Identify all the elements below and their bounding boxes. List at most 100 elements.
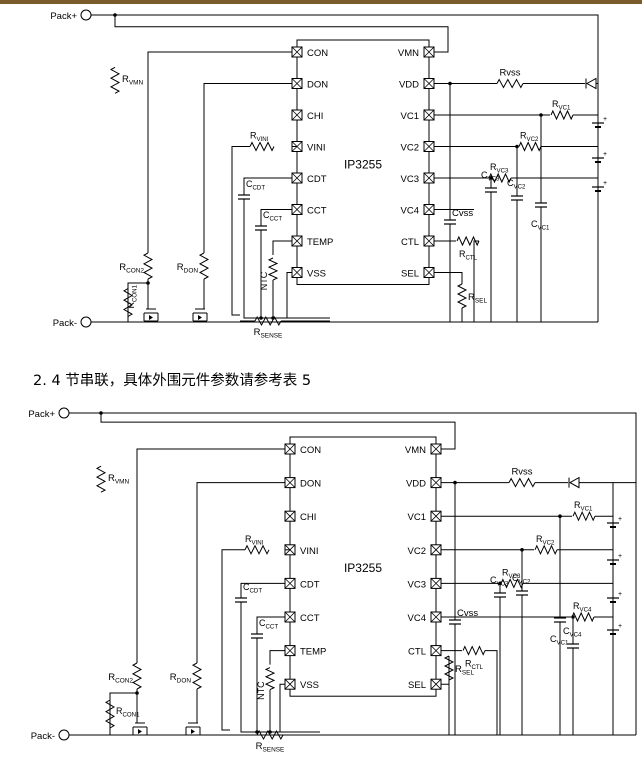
pin-label-chi: CHI <box>300 512 316 523</box>
resistor-symbol <box>191 662 203 690</box>
resistor-symbol <box>518 141 542 152</box>
diode-icon <box>568 476 580 489</box>
wire <box>243 199 330 319</box>
pack-plus-label: Pack+ <box>50 11 77 22</box>
c-vss-label: Cvss <box>457 608 478 619</box>
junction-dot <box>99 411 103 415</box>
pin-label-vc4: VC4 <box>408 613 426 624</box>
pin-label-vini: VINI <box>307 143 325 154</box>
resistor-symbol <box>496 78 524 89</box>
wire <box>279 683 285 732</box>
resistor-symbol <box>462 645 486 656</box>
pin-label-cdt: CDT <box>307 174 327 185</box>
resistor-symbol <box>500 578 524 589</box>
wire <box>473 240 479 322</box>
r-vc1-label: RVC1 <box>552 99 571 112</box>
pin-cross <box>291 172 303 184</box>
ntc-label: NTC <box>259 271 269 290</box>
r-vss-label: Rvss <box>499 68 520 79</box>
r-ctl-label: RCTL <box>465 659 484 672</box>
junction-dot <box>489 176 493 180</box>
pin-cross <box>291 46 303 58</box>
r-con1-label: RCON1 <box>116 706 140 719</box>
resistor-symbol <box>142 252 154 280</box>
pin-label-vini: VINI <box>300 546 318 557</box>
pin-cross <box>423 235 435 247</box>
pin-label-vc3: VC3 <box>401 174 419 185</box>
r-vc2-label: RVC2 <box>520 131 539 144</box>
schematic-4-cell: IP3255CONDONCHIVINICDTCCTTEMPVSSVMNVDDVC… <box>28 407 637 754</box>
resistor-symbol <box>534 544 558 556</box>
junction-dot <box>520 548 524 552</box>
r-vini-label: RVINI <box>245 534 264 547</box>
r-vc3-label: RVC3 <box>490 162 509 175</box>
pin-cross <box>284 477 296 488</box>
resistor-symbol <box>109 66 121 94</box>
pin-cross <box>291 204 303 215</box>
junction-dot <box>113 13 117 17</box>
r-vss-label: Rvss <box>511 467 532 478</box>
section-caption: 2. 4 节串联，具体外围元件参数请参考表 5 <box>33 373 312 389</box>
pin-cross <box>291 109 303 121</box>
wire <box>203 83 292 253</box>
wire <box>109 692 137 735</box>
pin-cross <box>430 443 442 455</box>
r-vc3-label: RVC3 <box>502 567 521 580</box>
body-diode-icon <box>198 315 202 320</box>
resistor-symbol <box>572 510 596 522</box>
ic-body <box>296 39 430 285</box>
body-diode-icon <box>138 729 142 734</box>
c-vc1-label: CVC1 <box>550 634 569 647</box>
pin-label-vc2: VC2 <box>401 143 419 154</box>
wire <box>127 282 148 322</box>
pin-label-ctl: CTL <box>408 647 426 658</box>
pin-cross <box>284 578 296 589</box>
battery-plus-sign: + <box>603 151 607 158</box>
r-con1-label: RCON1 <box>126 284 139 308</box>
pin-label-con: CON <box>307 48 328 59</box>
r-con2-label: RCON2 <box>108 672 133 685</box>
body-diode-icon <box>191 729 195 734</box>
r-vini-label: RVINI <box>250 131 269 144</box>
r-ctl-label: RCTL <box>459 249 478 262</box>
wire <box>256 616 285 634</box>
c-vc4-label: CVC4 <box>563 626 582 639</box>
wire <box>221 549 245 731</box>
schematic-3-cell: IP3255CONDONCHIVINICDTCCTTEMPVSSVMNVDDVC… <box>50 9 607 340</box>
pack-minus-label: Pack- <box>31 731 55 742</box>
resistor-symbol <box>198 252 210 280</box>
pin-cross <box>430 611 442 623</box>
resistor-symbol <box>571 611 595 623</box>
resistor-symbol <box>256 729 284 741</box>
pack-minus-label: Pack- <box>53 318 77 329</box>
c-vc3-label: CVC3 <box>490 575 509 588</box>
c-cct-label: CCCT <box>259 618 278 631</box>
junction-dot <box>146 281 150 285</box>
pin-cross <box>423 46 435 58</box>
wire <box>441 656 450 685</box>
pin-label-vc4: VC4 <box>401 206 419 217</box>
resistor-symbol <box>105 699 115 729</box>
pin-label-vdd: VDD <box>406 479 426 490</box>
resistor-symbol <box>123 288 133 317</box>
pin-cross <box>291 235 303 247</box>
wire <box>231 146 250 316</box>
ic-name: IP3255 <box>344 561 382 575</box>
pin-cross <box>423 109 435 121</box>
resistor-symbol <box>550 109 574 121</box>
pin-label-vmn: VMN <box>405 445 426 456</box>
pin-label-vdd: VDD <box>399 80 419 91</box>
pin-cross <box>423 172 435 184</box>
top-rule <box>0 0 642 4</box>
battery-plus-sign: + <box>618 591 622 598</box>
wire <box>243 177 292 195</box>
pin-label-chi: CHI <box>307 111 323 122</box>
c-vc3-label: CVC3 <box>481 170 500 183</box>
body-diode-icon <box>149 315 153 320</box>
pin-label-vmn: VMN <box>398 48 419 59</box>
r-vmn-label: RVMN <box>108 473 130 486</box>
resistor-symbol <box>508 477 536 488</box>
pin-cross <box>430 678 442 690</box>
wire <box>286 272 292 318</box>
